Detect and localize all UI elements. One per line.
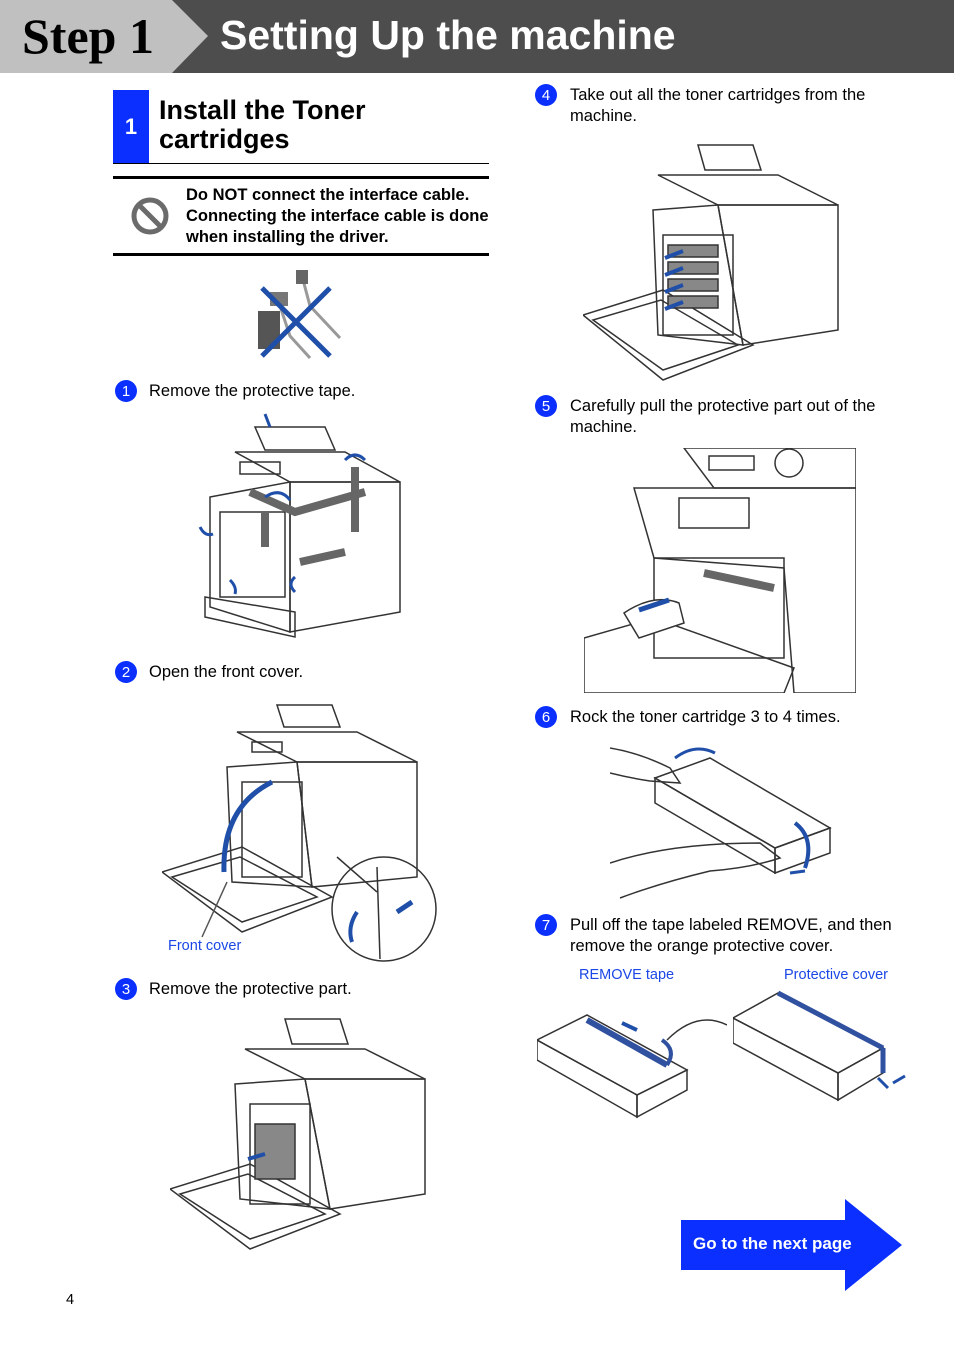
warning-box: Do NOT connect the interface cable. Conn…: [113, 176, 489, 256]
step-label: Step 1: [22, 8, 154, 64]
no-cable-illustration: [258, 270, 342, 360]
page-number: 4: [66, 1292, 75, 1308]
step-text: Rock the toner cartridge 3 to 4 times.: [570, 708, 841, 726]
open-front-cover-illustration: [162, 704, 437, 962]
section-title: Install the Toner cartridges: [159, 95, 366, 154]
rock-toner-illustration: [610, 747, 832, 899]
page-title: Setting Up the machine: [220, 12, 676, 58]
section-divider: [113, 163, 489, 164]
remove-cover-illustration: [733, 990, 906, 1102]
step-text: Carefully pull the protective part out o…: [570, 397, 876, 436]
remove-toner-illustration: [583, 144, 839, 381]
caption-front-cover: Front cover: [168, 938, 242, 954]
section-number: 1: [113, 90, 149, 163]
remove-tape-illustration: [537, 1014, 727, 1119]
caption-protective-cover: Protective cover: [784, 967, 888, 983]
step-text: Take out all the toner cartridges from t…: [570, 86, 866, 125]
remove-protective-part-illustration: [170, 1018, 426, 1250]
step-text: Remove the protective tape.: [149, 382, 356, 400]
step-number: 3: [115, 978, 137, 1000]
step-number: 4: [535, 84, 557, 106]
warning-text: Do NOT connect the interface cable. Conn…: [186, 186, 489, 246]
step-text: Pull off the tape labeled REMOVE, and th…: [570, 916, 892, 955]
step-number: 6: [535, 706, 557, 728]
pull-protective-part-illustration: [584, 448, 856, 693]
step-text: Open the front cover.: [149, 663, 304, 681]
step-number: 7: [535, 914, 557, 936]
step-tab: [0, 0, 208, 73]
next-page-label[interactable]: Go to the next page: [693, 1234, 852, 1253]
page-header: Step 1 Setting Up the machine: [0, 0, 954, 73]
machine-tape-illustration: [198, 413, 401, 638]
step-text: Remove the protective part.: [149, 980, 352, 998]
step-number: 1: [115, 380, 137, 402]
step-number: 2: [115, 661, 137, 683]
step-number: 5: [535, 395, 557, 417]
next-page-button[interactable]: [681, 1199, 902, 1291]
prohibited-icon: [131, 197, 169, 235]
caption-remove-tape: REMOVE tape: [579, 967, 675, 983]
